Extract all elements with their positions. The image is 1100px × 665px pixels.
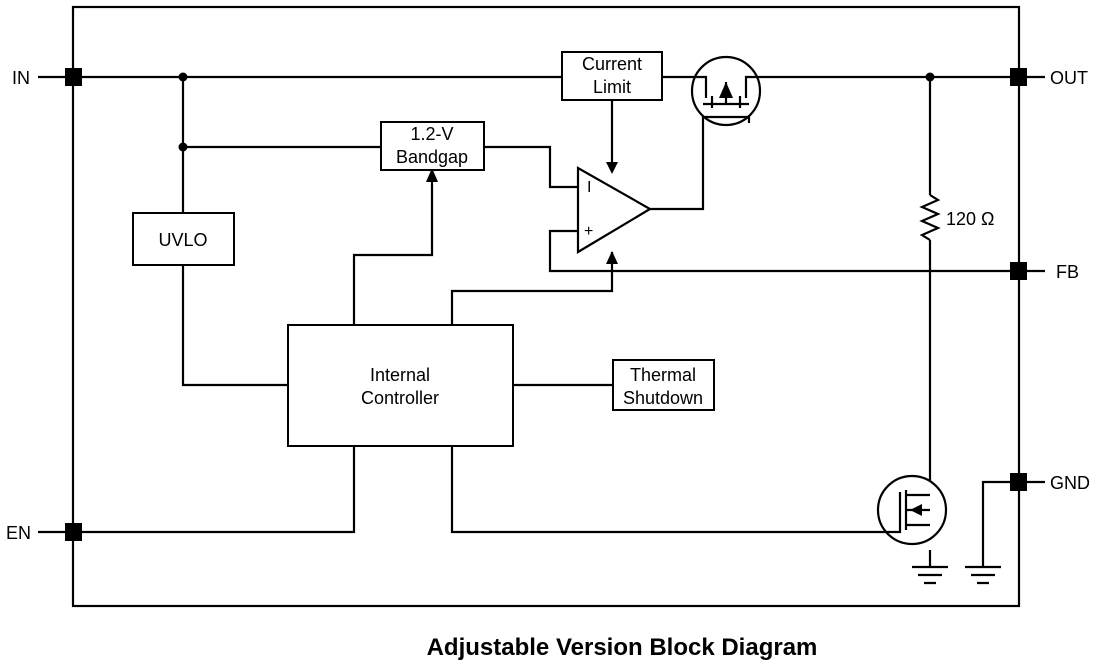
arrowheads (426, 162, 618, 264)
wire-amp-to-gate (650, 123, 705, 211)
wire-fb-to-amp (548, 229, 1045, 273)
chip-outline (71, 5, 1021, 608)
pin-label-gnd: GND (1050, 473, 1090, 493)
error-amplifier: I + (576, 166, 653, 254)
pin-pad-in (65, 68, 82, 86)
arrow-to-amp-top (606, 162, 618, 174)
arrow-to-amp-bottom (606, 251, 618, 264)
thermal-shutdown-block: Thermal Shutdown (612, 359, 715, 411)
pass-fet-icon (690, 55, 762, 127)
wire-bandgap-to-amp (484, 145, 578, 189)
ground-icon-gnd-pin (965, 565, 1001, 585)
pin-pad-en (65, 523, 82, 541)
bandgap-line-1: 1.2-V (410, 124, 453, 144)
pin-pads (65, 68, 1027, 541)
junction-bandgap (178, 142, 188, 152)
pin-pad-out (1010, 68, 1027, 86)
current-limit-line-1: Current (582, 54, 642, 74)
diagram-caption: Adjustable Version Block Diagram (427, 634, 818, 661)
pin-label-en: EN (6, 523, 31, 543)
wire-controller-to-bandgap (352, 180, 434, 325)
junction-in (178, 72, 188, 82)
uvlo-block: UVLO (132, 212, 235, 266)
ground-icon-discharge (912, 565, 948, 585)
arrow-to-bandgap (426, 168, 438, 182)
wire-gnd-pin (981, 480, 1045, 567)
pin-label-in: IN (12, 68, 30, 88)
uvlo-label: UVLO (158, 230, 207, 250)
wires (38, 75, 1045, 567)
junction-out (925, 72, 935, 82)
bandgap-block: 1.2-V Bandgap (380, 121, 485, 171)
pin-pad-gnd (1010, 473, 1027, 491)
internal-controller-line-2: Controller (361, 388, 439, 408)
thermal-shutdown-line-2: Shutdown (623, 388, 703, 408)
resistor-zigzag (919, 194, 941, 241)
wire-uvlo-to-controller (181, 265, 288, 387)
current-limit-block: Current Limit (561, 51, 663, 101)
internal-controller-block: Internal Controller (287, 324, 514, 447)
current-limit-line-2: Limit (593, 77, 631, 97)
pin-label-fb: FB (1056, 262, 1079, 282)
discharge-fet-icon (876, 474, 948, 546)
wire-en-to-controller (38, 446, 356, 534)
pin-label-out: OUT (1050, 68, 1088, 88)
thermal-shutdown-line-1: Thermal (630, 365, 696, 385)
bandgap-line-2: Bandgap (396, 147, 468, 167)
wire-controller-to-discharge (450, 446, 881, 534)
amp-plus-label: + (584, 223, 593, 240)
junctions (178, 72, 935, 152)
internal-controller-line-1: Internal (370, 365, 430, 385)
resistor-label: 120 Ω (946, 209, 995, 229)
pin-pad-fb (1010, 262, 1027, 280)
amp-minus-label: I (587, 179, 591, 196)
wire-controller-to-amp (450, 252, 614, 325)
